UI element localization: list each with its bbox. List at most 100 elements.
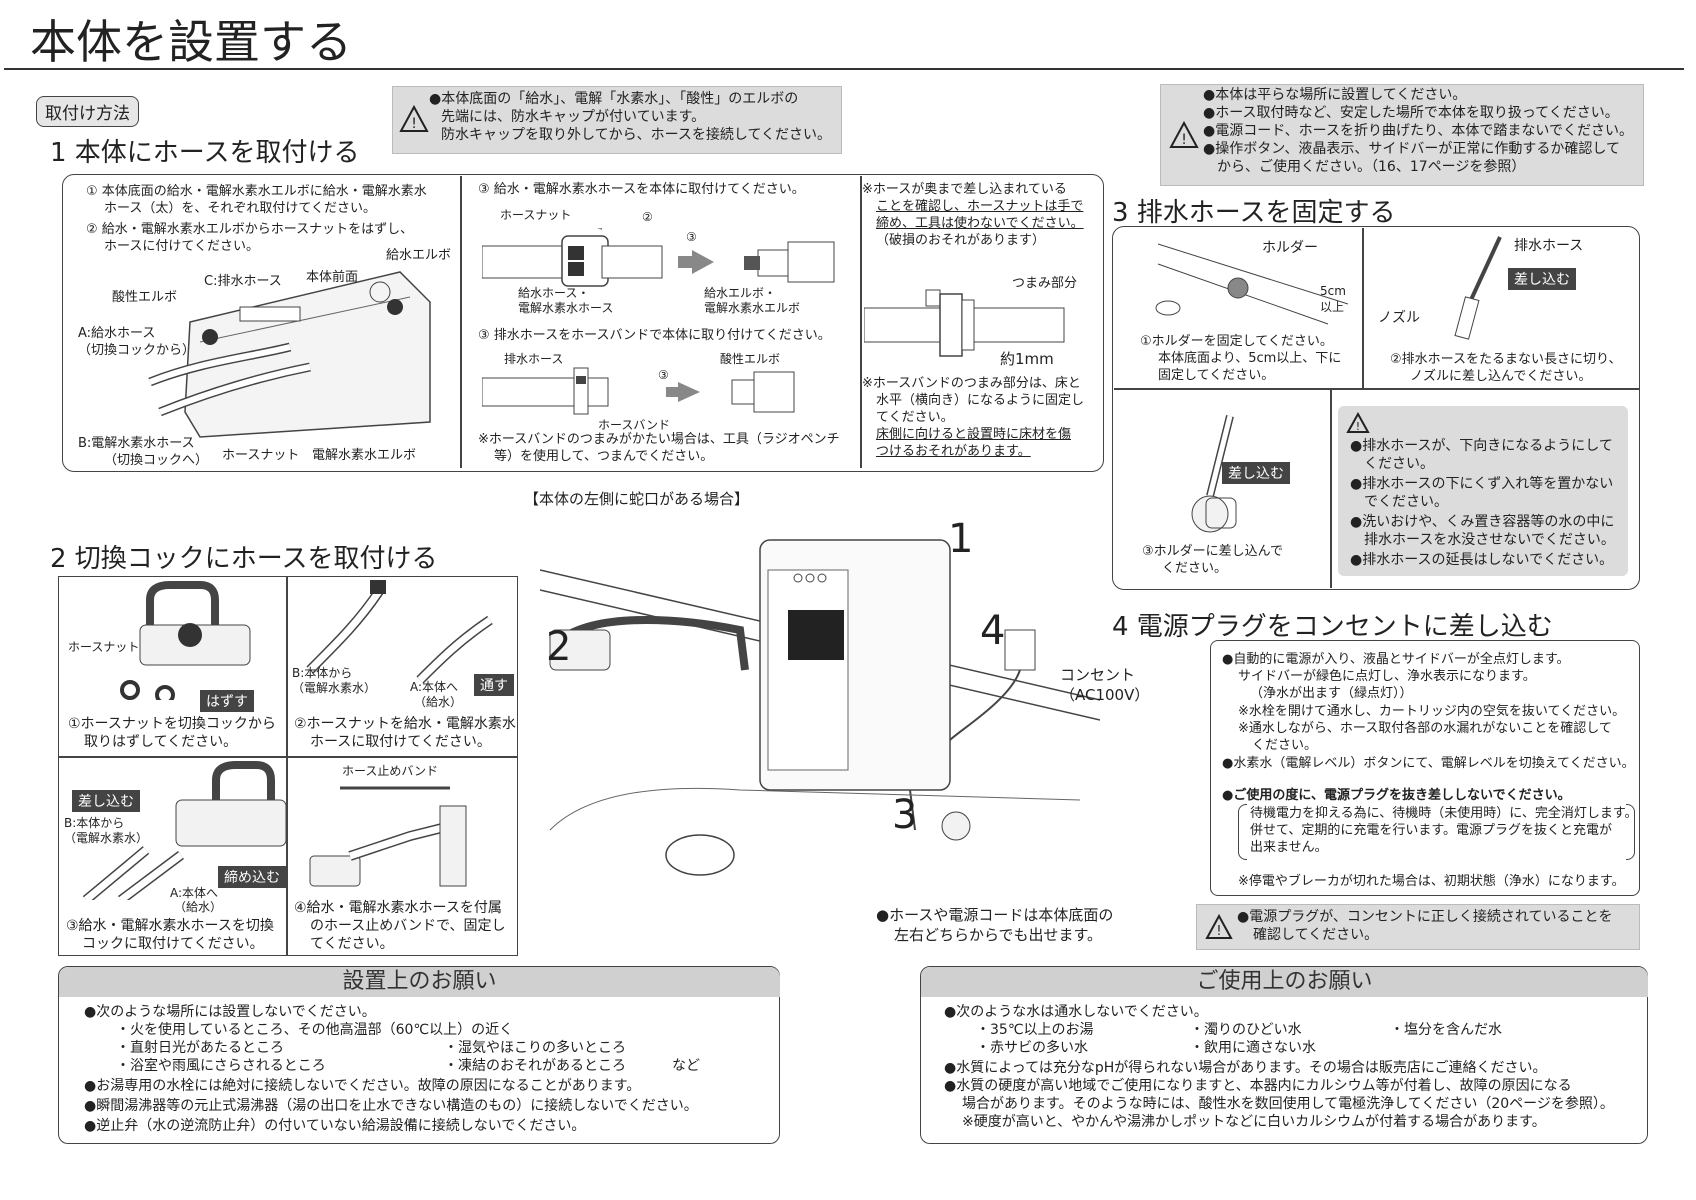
hose-nut-pass-illustration (306, 580, 493, 684)
step3-cap1b: 本体底面より、5cm以上、下に (1158, 351, 1342, 366)
step3-warn1: ●排水ホースが、下向きになるようにして (1350, 438, 1613, 454)
step3-warn4: でください。 (1364, 494, 1448, 510)
usage-i4: ・赤サビの多い水 (976, 1040, 1088, 1056)
p4-caption2: のホース止めバンドで、固定し (310, 918, 506, 934)
p1-caption1: ①ホースナットを切換コックから (68, 716, 276, 732)
step3-cap2a: ②排水ホースをたるまない長さに切り、 (1390, 352, 1622, 367)
p3-caption2: コックに取付けてください。 (82, 936, 264, 952)
step3-cap3b: ください。 (1162, 561, 1228, 576)
install-line2: ・火を使用しているところ、その他高温部（60℃以上）の近く (116, 1022, 514, 1038)
step3-warn3: ●排水ホースの下にくず入れ等を置かない (1350, 476, 1614, 492)
usage-i1: ・35℃以上のお湯 (976, 1022, 1094, 1038)
band-note2: 等）を使用して、つまんでください。 (494, 449, 714, 464)
center-note2: 左右どちらからでも出せます。 (894, 926, 1103, 944)
five-cm-label: 5cm (1320, 284, 1346, 298)
step1-instr3: ③ 給水・電解水素水ホースを本体に取付けてください。 (478, 182, 805, 197)
p1-hose-nut: ホースナット (68, 640, 140, 654)
step3-vdiv1 (1362, 228, 1364, 388)
b-hose-label: B:電解水素水ホース (78, 436, 195, 451)
nozzle-label: ノズル (1378, 310, 1420, 326)
step1-heading: 1 本体にホースを取付ける (50, 138, 360, 168)
mid-supply-elbow: 給水エルボ・ (704, 286, 777, 300)
unit-bottom-illustration (148, 271, 431, 438)
left-faucet-caption: 【本体の左側に蛇口がある場合】 (524, 490, 750, 508)
usage-line1: ●次のような水は通水しないでください。 (944, 1004, 1208, 1020)
step4-line7: ●水素水（電解レベル）ボタンにて、電解レベルを切換えてください。 (1222, 756, 1635, 771)
step4-warn2: 確認してください。 (1253, 927, 1379, 943)
usage-i3: ・塩分を含んだ水 (1390, 1022, 1502, 1038)
side-note2-d: 床側に向けると設置時に床材を傷 (876, 427, 1072, 442)
warning-icon: ! (1205, 914, 1233, 939)
step4-line3: （浄水が出ます（緑点灯）） (1250, 686, 1413, 701)
step4-paren2: 併せて、定期的に充電を行います。電源プラグを抜くと充電が (1250, 823, 1613, 838)
step2-vdiv (286, 576, 288, 956)
right-warning-line3: ●電源コード、ホースを折り曲げたり、本体で踏まないでください。 (1203, 123, 1633, 139)
warning-icon: ! (1346, 412, 1370, 433)
p2-caption1: ②ホースナットを給水・電解水素水 (294, 716, 516, 732)
step1-instr4: ③ 排水ホースをホースバンドで本体に取り付けてください。 (478, 328, 831, 343)
svg-text:!: ! (1356, 420, 1360, 433)
side-note1-c: 締め、工具は使わないでください。 (876, 216, 1084, 231)
step3-hdiv (1114, 388, 1640, 390)
right-warning-line5: から、ご使用ください。（16、17ページを参照） (1217, 159, 1526, 175)
usage-line3: ●水質の硬度が高い地域でご使用になりますと、本器内にカルシウム等が付着し、故障の… (944, 1078, 1572, 1094)
step4-paren-left (1238, 804, 1247, 860)
approx-1mm: 約1mm (1000, 350, 1054, 368)
mid-supply-hose2: 電解水素水ホース (518, 301, 614, 315)
mid-supply-elbow2: 電解水素水エルボ (704, 301, 801, 315)
band-closeup-illustration (864, 289, 1065, 357)
top-warning-line3: 防水キャップを取り外してから、ホースを接続してください。 (441, 127, 832, 143)
side-note1-d: （破損のおそれがあります） (876, 233, 1046, 248)
step1-instr2a: ② 給水・電解水素水エルボからホースナットをはずし、 (86, 222, 414, 237)
step3-warn7: ●排水ホースの延長はしないでください。 (1350, 552, 1614, 568)
p2-b: B:本体から (292, 666, 353, 680)
above-label: 以上 (1320, 300, 1345, 314)
step3-warn-box: ! ●排水ホースが、下向きになるようにして ください。 ●排水ホースの下にくず入… (1338, 406, 1628, 576)
step3-cap1c: 固定してください。 (1158, 368, 1275, 383)
usage-line4: 場合があります。そのような時には、酸性水を数回使用して電極洗浄してください（20… (962, 1096, 1614, 1112)
right-warning-line1: ●本体は平らな場所に設置してください。 (1203, 87, 1467, 103)
drain-n3: ③ (658, 368, 669, 382)
right-warning-line4: ●操作ボタン、液晶表示、サイドバーが正常に作動するか確認して (1203, 141, 1620, 157)
band-note1: ※ホースバンドのつまみがかたい場合は、工具（ラジオペンチ (478, 432, 840, 447)
svg-text:!: ! (1181, 132, 1187, 148)
outlet-label2: （AC100V） (1060, 686, 1150, 704)
band-fix-illustration (309, 786, 467, 887)
usage-line5: ※硬度が高いと、やかんや湯沸かしポットなどに白いカルシウムが付着する場合がありま… (962, 1114, 1546, 1130)
top-warning-box: ! ●本体底面の「給水」、電解「水素水」、「酸性」のエルボの 先端には、防水キャ… (392, 86, 842, 154)
b-hose-label2: （切換コックへ） (104, 453, 209, 468)
install-request-title: 設置上のお願い (59, 967, 780, 997)
install-line1: ●次のような場所には設置しないでください。 (84, 1004, 376, 1020)
acid-elbow-label: 酸性エルボ (112, 290, 178, 305)
usage-i5: ・飲用に適さない水 (1190, 1040, 1316, 1056)
p3-b2: （電解水素水） (64, 831, 149, 845)
drain-hose-label: 排水ホース (504, 352, 564, 366)
step3-drain-hose: 排水ホース (1514, 238, 1584, 254)
p2-b2: （電解水素水） (292, 681, 377, 695)
center-n4: 4 (980, 608, 1006, 654)
p3-caption1: ③給水・電解水素水ホースを切換 (66, 918, 274, 934)
top-warning-line1: ●本体底面の「給水」、電解「水素水」、「酸性」のエルボの (429, 91, 799, 107)
mid-n2: ② (642, 210, 653, 224)
installation-illustration (540, 539, 1100, 876)
center-note1: ●ホースや電源コードは本体底面の (876, 906, 1114, 924)
step3-cap2b: ノズルに差し込んでください。 (1410, 369, 1592, 384)
step4-line2: サイドバーが緑色に点灯し、浄水表示になります。 (1238, 669, 1536, 684)
p4-label: ホース止めバンド (342, 764, 439, 778)
p4-caption1: ④給水・電解水素水ホースを付属 (294, 900, 502, 916)
step4-line5: ※通水しながら、ホース取付各部の水漏れがないことを確認して (1238, 721, 1612, 736)
page-title: 本体を設置する (30, 15, 352, 69)
step3-insert-tag: 差し込む (1508, 268, 1576, 290)
usage-i2: ・濁りのひどい水 (1190, 1022, 1302, 1038)
center-n3: 3 (892, 792, 918, 838)
a-hose-label: A:給水ホース (78, 326, 156, 341)
install-col2b: ・凍結のおそれがあるところ (444, 1058, 626, 1074)
insert-illustration (82, 761, 286, 900)
warning-icon: ! (1169, 121, 1199, 148)
kyusui-elbow-label: 給水エルボ (386, 248, 452, 263)
honntai-front-label: 本体前面 (306, 270, 359, 285)
side-note1-a: ※ホースが奥まで差し込まれている (862, 182, 1067, 197)
step3-cap3a: ③ホルダーに差し込んで (1142, 544, 1284, 559)
side-note2-a: ※ホースバンドのつまみ部分は、床と (862, 376, 1081, 391)
center-n2: 2 (546, 624, 572, 670)
